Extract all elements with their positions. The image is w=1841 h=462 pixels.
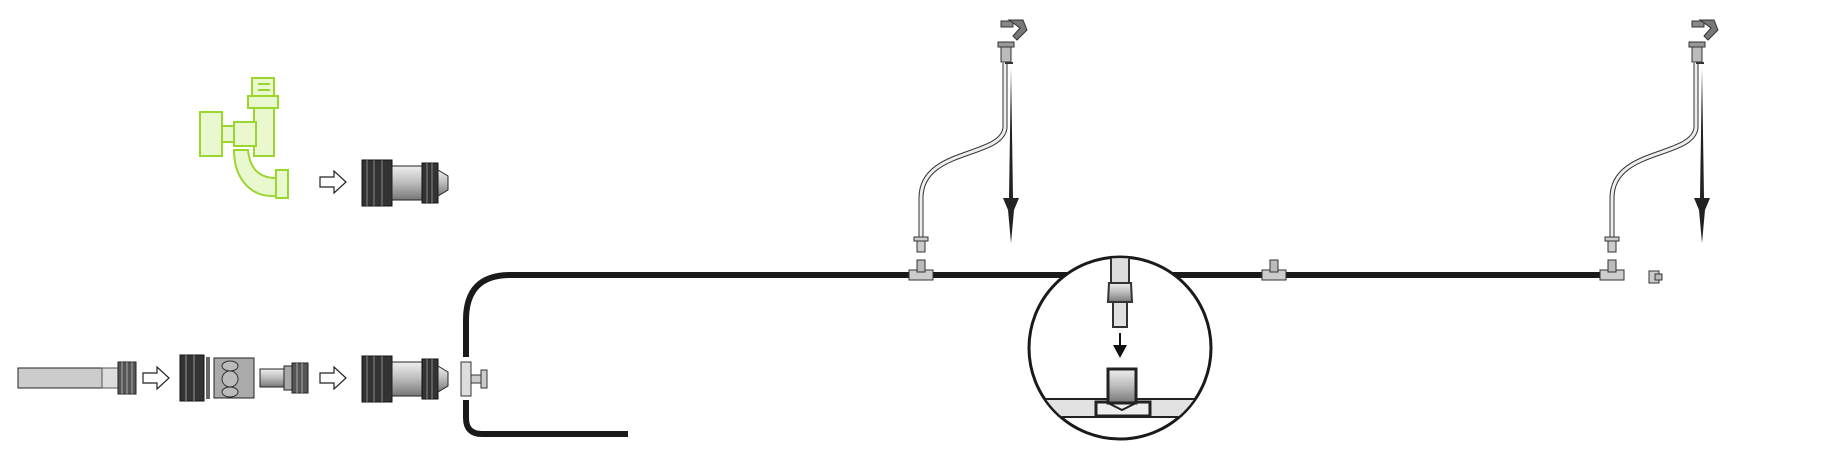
tee-connector-icon [1261,259,1287,281]
arrow-right-icon [319,170,347,194]
arrow-right-icon [319,366,347,390]
tee-connector-icon [1599,259,1625,281]
faucet-icon [199,77,289,199]
hose-connector-icon [361,159,449,207]
tee-connector-icon [908,259,934,281]
tee-connector-icon [460,361,488,397]
detail-magnifier-icon [1027,255,1213,441]
quick-connector-icon [179,354,255,402]
end-cap-icon [1648,270,1663,284]
arrow-right-icon [142,366,170,390]
hose-connector-icon [361,355,449,403]
sprinkler-icon [914,20,1027,252]
adapter-icon [259,362,309,394]
garden-hose [17,361,137,395]
main-tubing [463,272,1610,437]
sprinkler-icon [1605,20,1718,252]
